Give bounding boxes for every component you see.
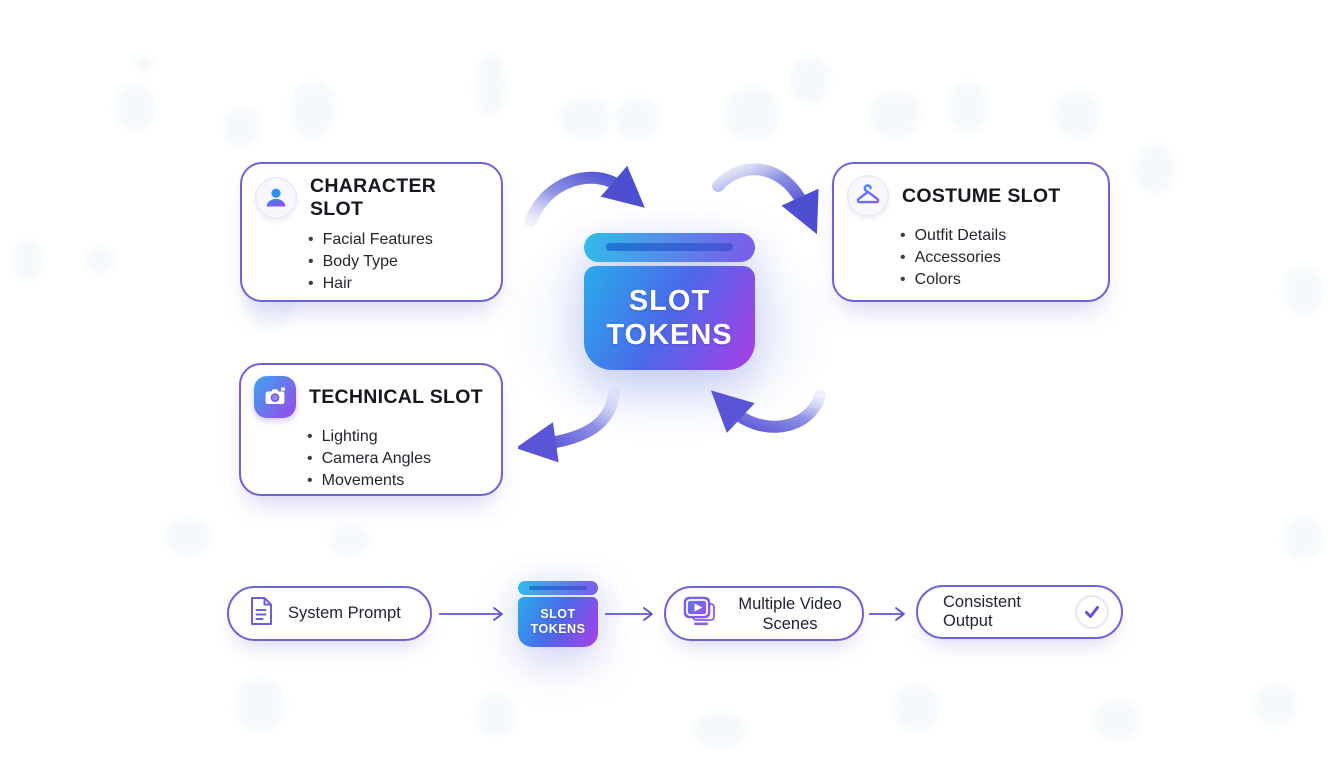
check-icon — [1075, 595, 1109, 629]
video-scenes-icon — [680, 592, 720, 635]
card-header: COSTUME SLOT — [847, 175, 1094, 217]
list-item: Accessories — [900, 247, 1094, 269]
token-label-line2: TOKENS — [606, 319, 733, 351]
hanger-icon — [847, 175, 889, 217]
token-lid — [584, 233, 755, 262]
flow-arrow-icon — [605, 607, 653, 621]
person-icon — [255, 177, 297, 219]
token-label: SLOT TOKENS — [584, 266, 755, 370]
token-slit — [606, 243, 733, 251]
card-item-list: Lighting Camera Angles Movements — [307, 426, 487, 492]
list-item: Body Type — [308, 251, 487, 273]
slot-tokens-mini-box: SLOT TOKENS — [518, 581, 598, 647]
step-label: Multiple Video Scenes — [738, 594, 842, 633]
list-item: Camera Angles — [307, 448, 487, 470]
card-header: TECHNICAL SLOT — [254, 376, 487, 418]
system-prompt-step: System Prompt — [227, 586, 432, 641]
character-slot-card: CHARACTER SLOT Facial Features Body Type… — [240, 162, 503, 302]
list-item: Colors — [900, 269, 1094, 291]
list-item: Outfit Details — [900, 225, 1094, 247]
card-item-list: Outfit Details Accessories Colors — [900, 225, 1094, 291]
flow-arrow-icon — [869, 607, 905, 621]
arrow-character-to-tokens — [525, 165, 645, 227]
list-item: Hair — [308, 273, 487, 295]
card-item-list: Facial Features Body Type Hair — [308, 229, 487, 295]
list-item: Movements — [307, 470, 487, 492]
list-item: Lighting — [307, 426, 487, 448]
token-label: SLOT TOKENS — [518, 597, 598, 647]
token-label-line1: SLOT — [540, 607, 576, 621]
token-lid — [518, 581, 598, 595]
card-title: COSTUME SLOT — [902, 184, 1061, 207]
token-label-line2: TOKENS — [530, 622, 586, 636]
multiple-video-scenes-step: Multiple Video Scenes — [664, 586, 864, 641]
step-label: System Prompt — [288, 604, 401, 622]
card-title: CHARACTER SLOT — [310, 175, 437, 220]
token-slit — [529, 586, 587, 590]
card-header: CHARACTER SLOT — [255, 175, 487, 221]
step-label: Consistent Output — [943, 593, 1021, 630]
technical-slot-card: TECHNICAL SLOT Lighting Camera Angles Mo… — [239, 363, 503, 496]
arrow-costume-to-tokens — [710, 390, 826, 434]
token-label-line1: SLOT — [628, 285, 711, 317]
slot-tokens-box: SLOT TOKENS — [584, 233, 755, 370]
arrow-tokens-to-technical — [518, 388, 620, 463]
arrow-tokens-to-costume — [712, 163, 819, 235]
card-title: TECHNICAL SLOT — [309, 385, 483, 408]
document-icon — [247, 595, 275, 632]
flow-arrow-icon — [439, 607, 503, 621]
consistent-output-step: Consistent Output — [916, 585, 1123, 639]
costume-slot-card: COSTUME SLOT Outfit Details Accessories … — [832, 162, 1110, 302]
camera-icon — [254, 376, 296, 418]
list-item: Facial Features — [308, 229, 487, 251]
